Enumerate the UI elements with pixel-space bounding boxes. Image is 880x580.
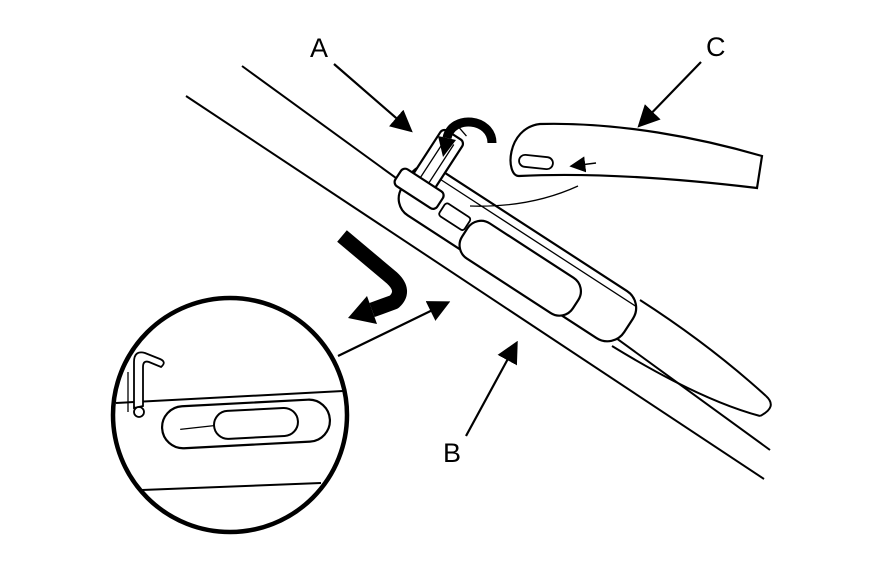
detail-inset xyxy=(110,295,350,535)
inset-blade-profile xyxy=(160,398,332,450)
callout-a: A xyxy=(310,33,413,133)
inset-panel-line-upper xyxy=(115,390,344,404)
surface-line-lower xyxy=(185,95,765,480)
inset-panel-line-lower xyxy=(141,482,322,491)
wiper-arm xyxy=(469,122,764,207)
callout-c-arrow xyxy=(637,61,702,128)
arm-outline xyxy=(509,122,764,190)
arm-hook-slot xyxy=(518,153,554,171)
slide-direction-arrow-icon xyxy=(569,156,597,173)
inset-clip xyxy=(127,351,165,418)
blade-tail xyxy=(611,299,772,417)
fold-arrow-icon xyxy=(337,230,407,324)
blade-frame-contour xyxy=(429,171,637,308)
callout-c: C xyxy=(637,32,726,128)
callout-c-label: C xyxy=(706,32,726,62)
latch-base xyxy=(393,167,445,210)
inset-pointer-arrow xyxy=(337,301,451,357)
arm-hidden-contour xyxy=(469,185,579,207)
blade-clip-detail xyxy=(438,202,472,231)
callout-b-label: B xyxy=(443,438,461,468)
callout-a-label: A xyxy=(310,33,328,63)
rotate-arrow-icon xyxy=(438,117,497,157)
callout-b-arrow xyxy=(465,340,518,437)
callout-a-arrow xyxy=(333,63,413,133)
callout-b: B xyxy=(443,340,518,468)
blade-bridge xyxy=(458,219,582,317)
